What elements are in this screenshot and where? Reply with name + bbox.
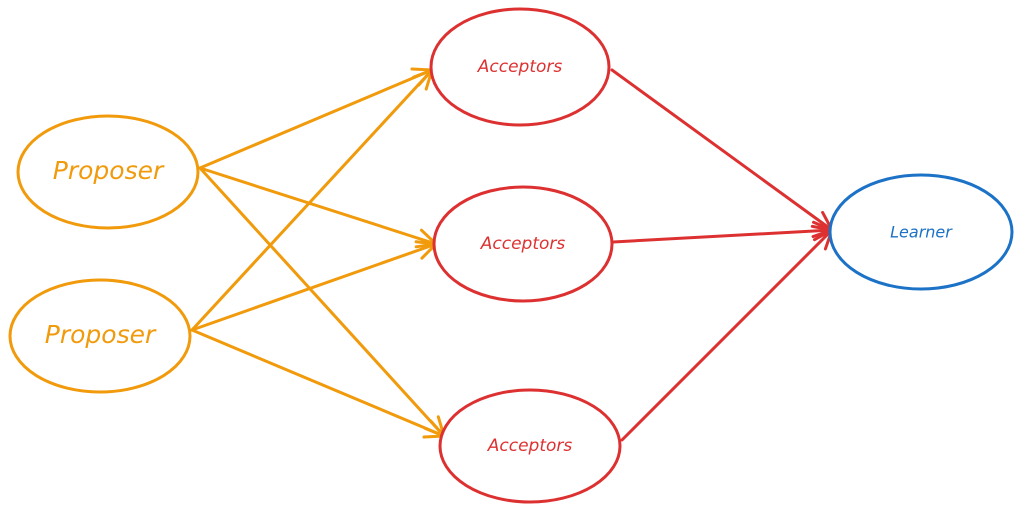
edges-layer: [190, 67, 834, 442]
learner-node-label: Learner: [890, 223, 953, 242]
edge-line: [611, 228, 834, 244]
edge-line: [620, 228, 834, 442]
acceptor-node-2: Acceptors: [432, 185, 614, 303]
proposer-node-1-label: Proposer: [53, 156, 165, 185]
edge-line: [198, 68, 434, 170]
proposer-node-2-label: Proposer: [45, 320, 157, 349]
proposer-node-2-shape: [8, 278, 192, 394]
edge-line: [190, 68, 434, 332]
acceptor-node-1-label: Acceptors: [477, 57, 563, 77]
edge-proposer-2-to-acceptor-2: [190, 240, 438, 332]
edge-acceptor-2-to-learner: [611, 220, 834, 244]
proposer-node-2: Proposer: [8, 278, 192, 394]
proposer-node-1: Proposer: [16, 114, 200, 230]
edge-line: [190, 242, 438, 332]
edge-line: [198, 166, 438, 246]
acceptor-node-2-label: Acceptors: [480, 234, 566, 254]
learner-node: Learner: [828, 173, 1014, 291]
acceptor-node-3-label: Acceptors: [487, 436, 573, 456]
edge-line: [198, 166, 446, 438]
proposer-node-1-shape: [16, 114, 200, 230]
learner-node-shape: [828, 173, 1014, 291]
edge-acceptor-1-to-learner: [610, 68, 834, 232]
edge-proposer-1-to-acceptor-1: [198, 67, 434, 170]
edge-proposer-2-to-acceptor-3: [190, 328, 446, 439]
acceptor-node-3-shape: [438, 388, 622, 504]
edge-line: [190, 328, 446, 438]
acceptor-node-2-shape: [432, 185, 614, 303]
acceptor-node-1: Acceptors: [429, 7, 611, 127]
edge-acceptor-3-to-learner: [620, 228, 834, 442]
edge-line: [610, 68, 834, 232]
acceptor-node-3: Acceptors: [438, 388, 622, 504]
acceptor-node-1-shape: [429, 7, 611, 127]
